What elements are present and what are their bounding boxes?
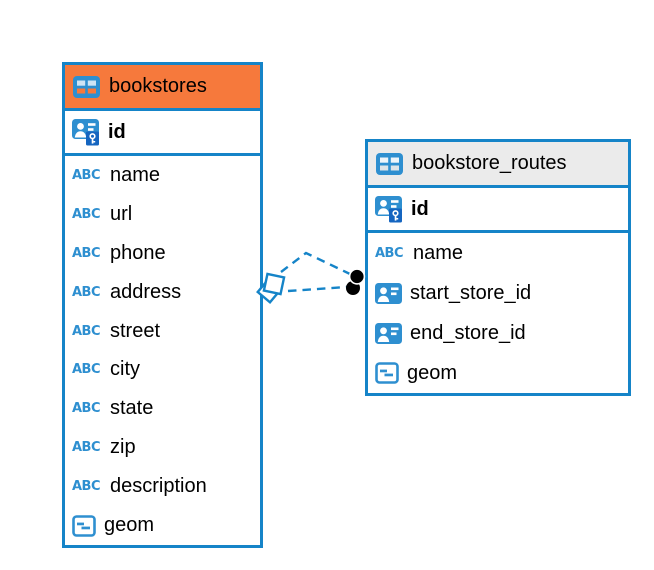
column-name: description xyxy=(110,475,207,498)
column-name: url xyxy=(110,202,133,225)
primary-key-icon xyxy=(375,195,402,222)
text-type-icon: ABC xyxy=(72,440,101,456)
relation-target-dot-marker xyxy=(346,268,366,295)
geometry-type-icon xyxy=(72,514,96,537)
column-row[interactable]: geom xyxy=(65,506,260,545)
pk-row-routes-id[interactable]: id xyxy=(368,188,628,233)
text-type-icon: ABC xyxy=(72,323,101,339)
text-type-icon: ABC xyxy=(72,284,101,300)
column-name: phone xyxy=(110,241,166,264)
text-type-icon: ABC xyxy=(72,245,101,261)
column-row[interactable]: ABC name xyxy=(65,156,260,195)
column-row[interactable]: ABC name xyxy=(368,233,628,273)
table-title: bookstores xyxy=(109,75,207,97)
column-row[interactable]: ABC city xyxy=(65,351,260,390)
table-routes-columns: ABC name start_store_id xyxy=(368,233,628,393)
column-name: street xyxy=(110,319,161,342)
pk-column-name: id xyxy=(411,197,429,220)
column-name: state xyxy=(110,397,154,420)
relationship-bookstores-to-routes[interactable] xyxy=(256,251,366,304)
column-name: city xyxy=(110,358,140,381)
table-bookstores[interactable]: bookstores id ABC name ABC xyxy=(62,62,263,548)
table-bookstores-header[interactable]: bookstores xyxy=(65,65,260,111)
column-name: name xyxy=(413,241,464,264)
column-name: geom xyxy=(407,361,458,384)
reference-type-icon xyxy=(375,322,402,344)
text-type-icon: ABC xyxy=(72,167,101,183)
text-type-icon: ABC xyxy=(72,401,101,417)
column-row[interactable]: ABC url xyxy=(65,195,260,234)
column-row[interactable]: start_store_id xyxy=(368,273,628,313)
reference-type-icon xyxy=(375,282,402,304)
pk-row-bookstores-id[interactable]: id xyxy=(65,111,260,156)
column-row[interactable]: ABC state xyxy=(65,389,260,428)
relation-line-lower xyxy=(287,285,348,293)
column-name: end_store_id xyxy=(410,321,526,344)
text-type-icon: ABC xyxy=(375,245,404,261)
column-name: start_store_id xyxy=(410,281,532,304)
column-name: zip xyxy=(110,436,136,459)
column-row[interactable]: ABC street xyxy=(65,312,260,351)
table-icon xyxy=(73,75,100,98)
text-type-icon: ABC xyxy=(72,206,101,222)
text-type-icon: ABC xyxy=(72,362,101,378)
column-name: geom xyxy=(104,514,155,537)
table-bookstore-routes[interactable]: bookstore_routes id ABC name xyxy=(365,139,631,396)
table-bookstore-routes-header[interactable]: bookstore_routes xyxy=(368,142,628,188)
table-icon xyxy=(376,152,403,175)
column-row[interactable]: end_store_id xyxy=(368,313,628,353)
table-title: bookstore_routes xyxy=(412,152,567,174)
column-name: name xyxy=(110,163,161,186)
table-bookstores-columns: ABC name ABC url ABC phone ABC address A… xyxy=(65,156,260,545)
column-name: address xyxy=(110,280,182,303)
column-row[interactable]: geom xyxy=(368,353,628,393)
column-row[interactable]: ABC zip xyxy=(65,428,260,467)
pk-column-name: id xyxy=(108,120,126,143)
relation-line-upper xyxy=(280,251,351,276)
primary-key-icon xyxy=(72,118,99,145)
column-row[interactable]: ABC phone xyxy=(65,234,260,273)
column-row[interactable]: ABC address xyxy=(65,273,260,312)
geometry-type-icon xyxy=(375,362,399,384)
text-type-icon: ABC xyxy=(72,479,101,495)
column-row[interactable]: ABC description xyxy=(65,467,260,506)
